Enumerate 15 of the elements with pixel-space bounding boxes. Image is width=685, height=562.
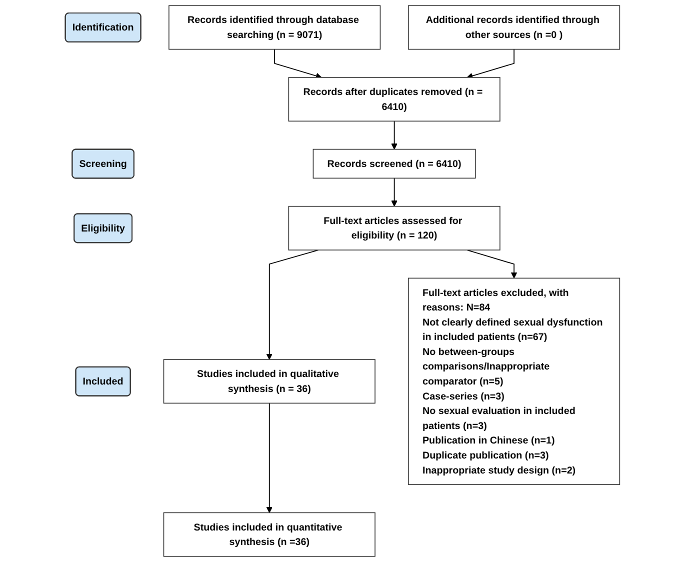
node-box: Full-text articles assessed for eligibility (n = 120) <box>288 206 500 250</box>
arrow <box>466 48 514 79</box>
node-box: Studies included in quantitative synthesis (n =36) <box>163 512 376 557</box>
arrow <box>266 402 272 513</box>
node-box: Records identified through database searching (n = 9071) <box>168 5 381 50</box>
node-box: Studies included in qualitative synthesis (n = 36) <box>163 359 376 404</box>
arrow <box>274 48 322 79</box>
node-box: Records after duplicates removed (n = 6410) <box>288 77 500 122</box>
arrow <box>391 120 398 150</box>
node-box: Full-text articles excluded, with reasons: N=84 Not clearly defined sexual dysfunction in included patients (n=67) No between-groups comparisons/Inappropriate comparator (n=5) Case-series (n=3) No sexual evaluation in included patients (n=3) Publication in Chinese (n=1) Duplicate publication (n=3) Inappropriate study design (n=2) <box>408 278 620 485</box>
arrow <box>466 250 518 278</box>
node-box: Records screened (n = 6410) <box>312 148 476 179</box>
node-box: Additional records identified through other sources (n =0 ) <box>408 5 620 50</box>
arrow <box>266 250 319 360</box>
arrow <box>391 178 398 207</box>
